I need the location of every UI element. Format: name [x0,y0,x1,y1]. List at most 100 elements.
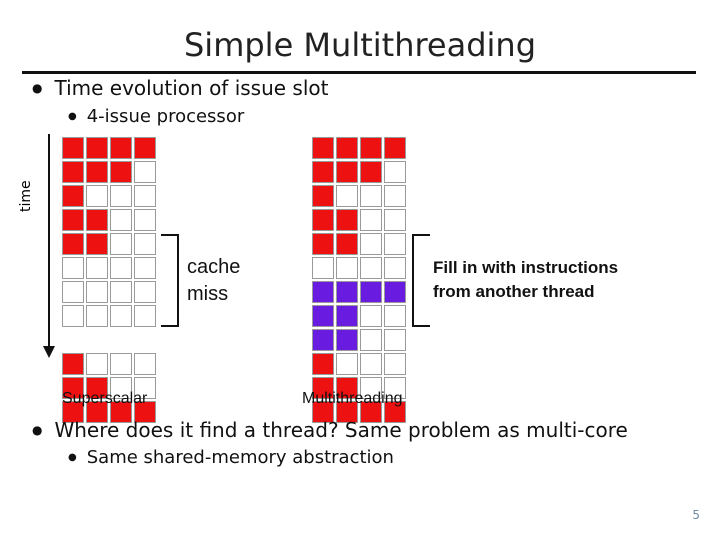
issue-slot-cell [384,257,406,279]
time-arrow-line [48,134,50,348]
bullet-2-text: Where does it find a thread? Same proble… [54,418,628,442]
issue-slot-cell [360,233,382,255]
issue-slot-cell [134,185,156,207]
issue-slot-cell [110,257,132,279]
bullet-2-sub-text: Same shared-memory abstraction [86,447,394,468]
issue-slot-cell [384,161,406,183]
issue-slot-cell [110,233,132,255]
issue-slot-cell [312,257,334,279]
cache-miss-bracket [161,234,179,327]
issue-slot-cell [312,281,334,303]
bullet-2-sub: ● Same shared-memory abstraction [68,447,394,468]
issue-slot-cell [110,161,132,183]
issue-slot-cell [312,353,334,375]
issue-slot-cell [110,185,132,207]
issue-slot-cell [336,209,358,231]
bullet-dot-icon: ● [68,111,77,122]
issue-slot-cell [62,305,84,327]
issue-slot-cell [62,257,84,279]
fill-in-bracket [412,234,430,327]
issue-slot-cell [360,401,382,423]
issue-slot-cell [384,209,406,231]
issue-slot-cell [134,233,156,255]
issue-slot-cell [62,233,84,255]
issue-slot-cell [384,281,406,303]
issue-slot-cell [110,305,132,327]
issue-slot-cell [360,329,382,351]
issue-slot-cell [336,257,358,279]
fill-in-line1: Fill in with instructions [433,258,619,277]
issue-slot-cell [312,305,334,327]
issue-slot-cell [134,377,156,399]
issue-slot-cell [134,281,156,303]
issue-slot-cell [86,353,108,375]
fill-in-label: Fill in with instructions from another t… [433,256,618,304]
bullet-1-sub: ● 4-issue processor [68,106,244,127]
issue-slot-cell [384,353,406,375]
issue-slot-cell [336,161,358,183]
issue-slot-cell [134,161,156,183]
issue-slot-cell [86,281,108,303]
issue-slot-cell [360,353,382,375]
issue-slot-cell [336,329,358,351]
issue-slot-cell [312,377,334,399]
issue-slot-cell [134,401,156,423]
issue-slot-cell [86,161,108,183]
fill-in-line2: from another thread [433,282,595,301]
issue-slot-cell [384,329,406,351]
issue-slot-cell [384,233,406,255]
issue-slot-cell [336,305,358,327]
slide-title: Simple Multithreading [183,26,537,64]
time-axis-label: time [18,180,34,212]
issue-slot-cell [336,377,358,399]
issue-slot-cell [86,185,108,207]
issue-slot-cell [360,281,382,303]
issue-slot-cell [134,137,156,159]
bullet-1-text: Time evolution of issue slot [54,76,329,100]
multithreading-caption: Multithreading [302,390,403,407]
issue-slot-cell [62,281,84,303]
issue-slot-cell [360,305,382,327]
issue-slot-cell [62,401,84,423]
issue-slot-cell [110,137,132,159]
issue-slot-cell [86,209,108,231]
time-arrow-head-icon [43,346,55,358]
issue-slot-cell [134,209,156,231]
issue-slot-cell [384,401,406,423]
issue-slot-cell [134,257,156,279]
issue-slot-cell [110,377,132,399]
issue-slot-cell [336,137,358,159]
issue-slot-cell [86,401,108,423]
issue-slot-cell [312,329,334,351]
issue-slot-cell [86,305,108,327]
issue-slot-cell [134,353,156,375]
title-divider [22,71,696,74]
cache-miss-label: cache miss [187,254,240,308]
bullet-2: ● Where does it find a thread? Same probl… [32,418,628,442]
issue-slot-cell [110,353,132,375]
issue-slot-cell [336,281,358,303]
issue-slot-cell [62,161,84,183]
superscalar-caption: Superscalar [62,390,148,407]
issue-slot-cell [360,209,382,231]
bullet-1: ● Time evolution of issue slot [32,76,329,100]
issue-slot-cell [360,377,382,399]
issue-slot-cell [312,401,334,423]
bullet-dot-icon: ● [32,81,43,95]
issue-slot-cell [62,137,84,159]
bullet-1-sub-text: 4-issue processor [86,106,245,127]
issue-slot-cell [312,137,334,159]
issue-slot-cell [360,185,382,207]
issue-slot-cell [312,209,334,231]
issue-slot-cell [86,377,108,399]
cache-miss-line1: cache [187,256,241,278]
issue-slot-cell [134,305,156,327]
issue-slot-cell [86,257,108,279]
issue-slot-cell [336,233,358,255]
cache-miss-line2: miss [187,283,229,305]
bullet-dot-icon: ● [32,423,43,437]
issue-slot-cell [336,185,358,207]
bullet-dot-icon: ● [68,452,77,463]
issue-slot-cell [62,209,84,231]
issue-slot-cell [384,305,406,327]
